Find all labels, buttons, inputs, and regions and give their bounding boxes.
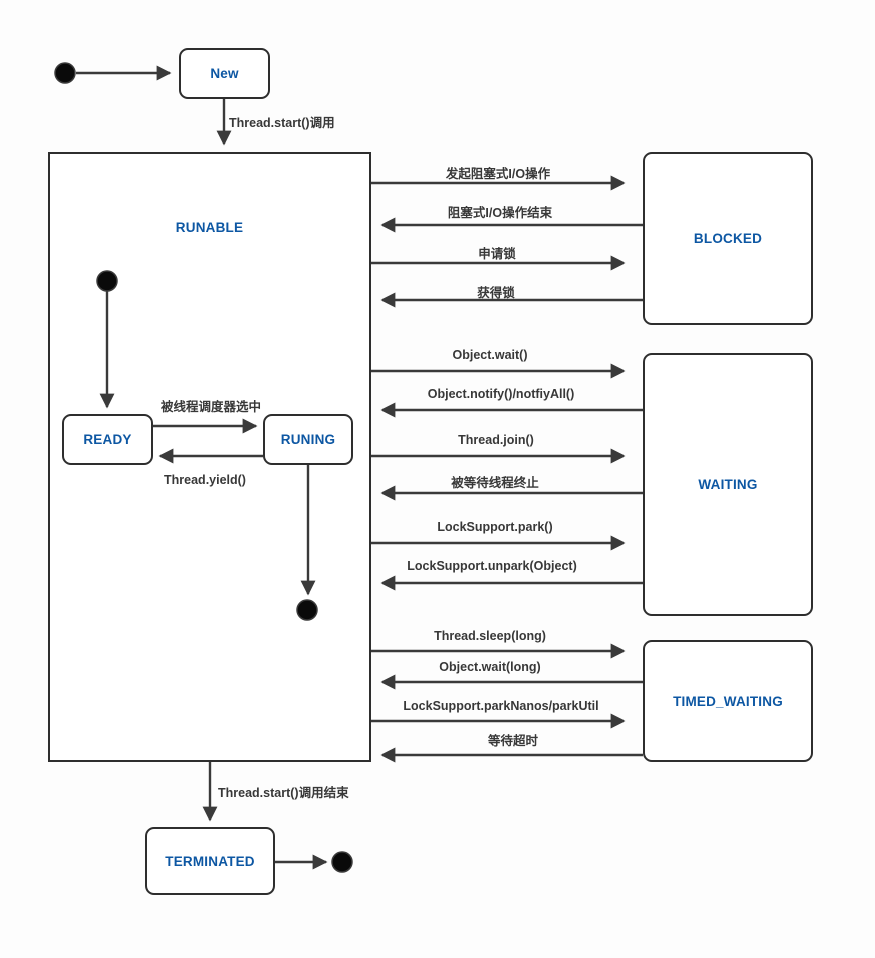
state-runable-label: RUNABLE [175, 220, 244, 235]
edge-label-object-wait-long: Object.wait(long) [439, 660, 541, 674]
edge-label-io-block: 发起阻塞式I/O操作 [445, 167, 551, 181]
state-blocked-label: BLOCKED [693, 231, 763, 246]
runable-inner-final-node [296, 599, 318, 621]
state-ready-label: READY [83, 432, 132, 447]
edge-label-thread-sleep: Thread.sleep(long) [434, 629, 546, 643]
edge-label-thread-join: Thread.join() [458, 433, 534, 447]
edge-label-locksupport-park: LockSupport.park() [437, 520, 553, 534]
state-ready: READY [62, 414, 153, 465]
edge-label-thread-start: Thread.start()调用 [229, 116, 335, 130]
state-runing-label: RUNING [280, 432, 336, 447]
state-waiting: WAITING [643, 353, 813, 616]
edge-label-scheduler-selected: 被线程调度器选中 [160, 400, 262, 414]
state-new: New [179, 48, 270, 99]
state-blocked: BLOCKED [643, 152, 813, 325]
edge-label-wait-timeout: 等待超时 [487, 734, 539, 748]
state-timed-waiting-label: TIMED_WAITING [673, 693, 783, 709]
edge-label-lock-request: 申请锁 [478, 247, 516, 261]
edge-label-awaited-thread-end: 被等待线程终止 [451, 476, 539, 490]
edge-label-locksupport-unpark: LockSupport.unpark(Object) [407, 559, 577, 573]
edge-label-locksupport-parknanos: LockSupport.parkNanos/parkUtil [403, 699, 599, 713]
edge-label-object-notify: Object.notify()/notfiyAll() [427, 387, 575, 401]
edge-label-thread-start-end: Thread.start()调用结束 [218, 786, 349, 800]
initial-node [54, 62, 76, 84]
state-terminated-label: TERMINATED [165, 853, 255, 869]
runable-inner-initial-node [96, 270, 118, 292]
state-timed-waiting: TIMED_WAITING [643, 640, 813, 762]
state-runing: RUNING [263, 414, 353, 465]
state-terminated: TERMINATED [145, 827, 275, 895]
state-new-label: New [210, 66, 239, 81]
state-waiting-label: WAITING [698, 477, 758, 492]
edge-label-lock-acquired: 获得锁 [477, 286, 515, 300]
edge-label-object-wait: Object.wait() [452, 348, 528, 362]
edge-label-io-done: 阻塞式I/O操作结束 [447, 206, 553, 220]
edge-label-thread-yield: Thread.yield() [164, 473, 246, 487]
final-node [331, 851, 353, 873]
